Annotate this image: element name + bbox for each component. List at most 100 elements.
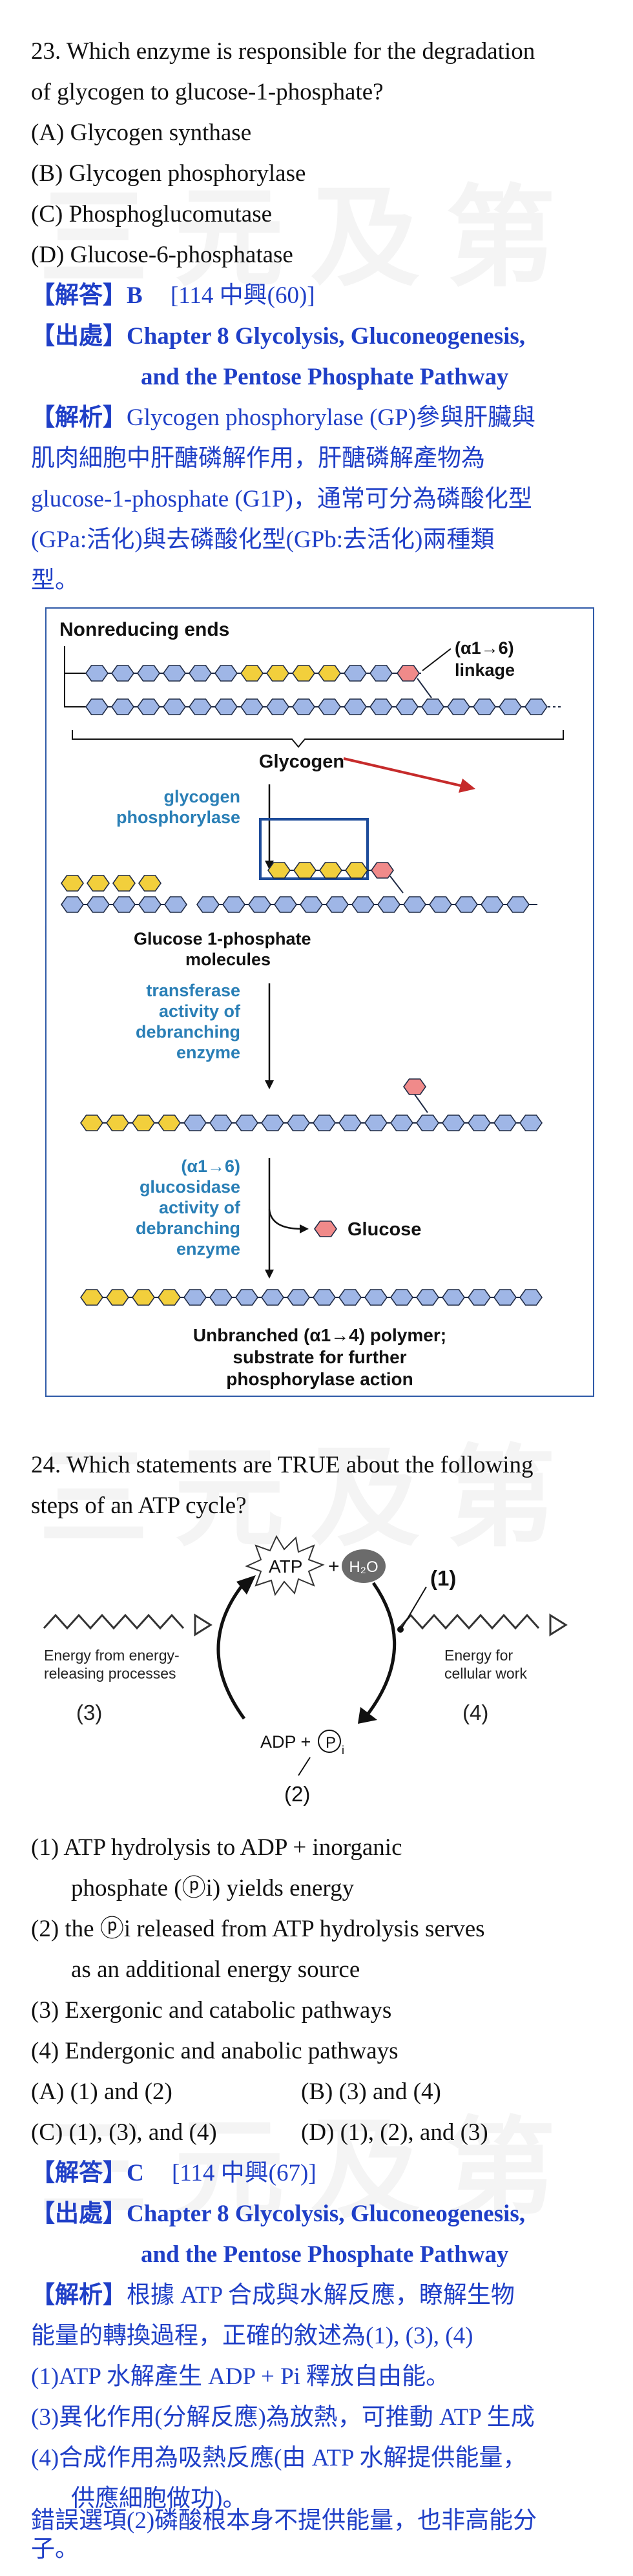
nonreducing-bracket	[64, 646, 87, 674]
step-1-pointer	[401, 1586, 427, 1629]
glucose-hexagon-icon	[314, 1220, 337, 1237]
nonreducing-bracket	[64, 654, 87, 707]
water-icon	[342, 1549, 386, 1583]
unbranched-label-3: phosphorylase action	[226, 1369, 413, 1389]
q24-statement-2-cont: as an additional energy source	[71, 1956, 360, 1983]
expl-tag: 【解析】	[31, 2282, 127, 2309]
post-phosphorylase-top-chain	[267, 862, 404, 894]
q23-option-a: (A) Glycogen synthase	[31, 120, 252, 146]
q24-answer-row: 【解答】C [114 中興(67)]	[31, 2153, 607, 2194]
q24-expl-line3: (1)ATP 水解產生 ADP + Pi 釋放自由能。	[31, 2363, 450, 2390]
glucose-1-phosphate-molecules	[61, 875, 161, 892]
q23-stem-line2: of glycogen to glucose-1-phosphate?	[31, 79, 384, 105]
red-arrow-icon	[343, 757, 467, 788]
glucosidase-label-2: glucosidase	[140, 1177, 240, 1197]
energy-in-label-2: releasing processes	[44, 1665, 176, 1682]
q24-source-row: 【出處】Chapter 8 Glycolysis, Gluconeogenesi…	[31, 2194, 607, 2234]
atp-label: ATP	[269, 1556, 302, 1576]
q24-expl-line2: 能量的轉換過程，正確的敘述為(1), (3), (4)	[31, 2323, 473, 2349]
q24-expl-line5: (4)合成作用為吸熱反應(由 ATP 水解提供能量，	[31, 2445, 527, 2471]
q24-expl-line6: 供應細胞做功)。	[71, 2486, 247, 2512]
q23-stem-line1: 23. Which enzyme is responsible for the …	[31, 38, 535, 65]
q23-expl-line3: glucose-1-phosphate (G1P)，通常可分為磷酸化型	[31, 486, 532, 512]
glucosidase-label-4: debranching	[136, 1219, 240, 1238]
source-line1: Chapter 8 Glycolysis, Gluconeogenesis,	[127, 323, 526, 350]
phosphate-subscript: i	[342, 1744, 344, 1757]
transferase-label-4: enzyme	[176, 1043, 240, 1062]
highlight-box	[259, 818, 369, 880]
watermark: 三元及第	[39, 2080, 581, 2239]
gp-label-1: glycogen	[163, 787, 240, 806]
q24-option-d: (D) (1), (2), and (3)	[301, 2119, 488, 2146]
answer-value: C	[127, 2160, 144, 2186]
q24-statement-1-cont: phosphate (ⓟi) yields energy	[71, 1875, 355, 1901]
gp-label-2: phosphorylase	[116, 808, 240, 827]
water-label: H₂O	[349, 1558, 378, 1576]
atp-plus: +	[328, 1556, 340, 1577]
q24-options-row2: (C) (1), (3), and (4) (D) (1), (2), and …	[31, 2112, 607, 2153]
step-2-label: (2)	[284, 1782, 310, 1806]
red-arrowhead-icon	[459, 779, 475, 793]
q23-source-row: 【出處】Chapter 8 Glycolysis, Gluconeogenesi…	[31, 316, 607, 357]
glycogen-main-chain	[85, 698, 548, 715]
source-tag: 【出處】	[31, 323, 127, 350]
glucose-label: Glucose	[348, 1219, 421, 1240]
unbranched-chain	[80, 1289, 543, 1306]
q24-stem-line2: steps of an ATP cycle?	[31, 1492, 247, 1519]
transferase-label-1: transferase	[146, 981, 240, 1000]
atp-starburst-icon	[245, 1534, 325, 1597]
atp-cycle-diagram: Energy from energy- releasing processes …	[43, 1534, 568, 1806]
energy-in-label-1: Energy from energy-	[44, 1647, 180, 1664]
watermark: 三元及第	[39, 1408, 581, 1567]
step-4-label: (4)	[462, 1701, 488, 1724]
energy-out-label-2: cellular work	[444, 1665, 527, 1682]
cycle-right-arrow	[366, 1582, 397, 1717]
q23-answer-row: 【解答】B [114 中興(60)]	[31, 275, 607, 316]
glucosidase-label-3: activity of	[159, 1198, 241, 1217]
q24-source-line2: and the Pentose Phosphate Pathway	[141, 2241, 509, 2268]
q23-expl-line2: 肌肉細胞中肝醣磷解作用，肝醣磷解產物為	[31, 445, 485, 472]
q23-expl-line4: (GPa:活化)與去磷酸化型(GPb:去活化)兩種類	[31, 527, 495, 553]
post-phosphorylase-main-chain	[196, 896, 537, 913]
glucosidase-label-1: (α1→6)	[181, 1157, 240, 1176]
glycogen-breakdown-figure: Nonreducing ends (α1→6) linkage Glycogen…	[45, 607, 594, 1397]
post-transferase-chain	[80, 1078, 543, 1131]
q24-option-a: (A) (1) and (2)	[31, 2079, 172, 2105]
q24-option-c: (C) (1), (3), and (4)	[31, 2119, 217, 2146]
transferase-label-2: activity of	[159, 1001, 241, 1021]
source-tag: 【出處】	[31, 2201, 127, 2227]
answer-source: [114 中興(67)]	[171, 2160, 316, 2186]
q24-expl-line7: 錯誤選項(2)磷酸根本身不提供能量，也非高能分	[31, 2508, 537, 2534]
expl-text: 根據 ATP 合成與水解反應，瞭解生物	[127, 2282, 515, 2309]
energy-in-wavy-arrow-icon	[43, 1613, 185, 1630]
q23-option-b: (B) Glycogen phosphorylase	[31, 160, 306, 187]
q24-expl-line8: 子。	[31, 2536, 79, 2562]
atp-cycle-figure: Energy from energy- releasing processes …	[31, 1531, 599, 1816]
q24-option-b: (B) (3) and (4)	[301, 2079, 441, 2105]
q23-source-line2: and the Pentose Phosphate Pathway	[141, 364, 509, 390]
answer-value: B	[127, 282, 143, 309]
q24-options-row1: (A) (1) and (2) (B) (3) and (4)	[31, 2071, 607, 2112]
glycogen-brace	[72, 730, 564, 748]
adp-label: ADP +	[260, 1732, 311, 1752]
q24-stem-line1: 24. Which statements are TRUE about the …	[31, 1452, 534, 1478]
energy-out-label-1: Energy for	[444, 1647, 513, 1664]
nonreducing-ends-label: Nonreducing ends	[59, 619, 229, 640]
q24-statement-1: (1) ATP hydrolysis to ADP + inorganic	[31, 1834, 402, 1861]
q24-statement-4: (4) Endergonic and anabolic pathways	[31, 2038, 399, 2064]
answer-tag: 【解答】	[31, 2160, 127, 2186]
q23-expl-line5: 型。	[31, 567, 79, 594]
answer-tag: 【解答】	[31, 282, 127, 309]
source-line1: Chapter 8 Glycolysis, Gluconeogenesis,	[127, 2201, 526, 2227]
unbranched-label-2: substrate for further	[233, 1347, 406, 1367]
post-phosphorylase-left-chain	[61, 896, 187, 913]
step-2-pointer	[298, 1757, 311, 1776]
glucosidase-label-5: enzyme	[176, 1239, 240, 1259]
expl-tag: 【解析】	[31, 404, 127, 431]
g1p-label-2: molecules	[185, 950, 271, 969]
linkage-label-2: linkage	[455, 660, 515, 680]
q24-statement-2: (2) the ⓟi released from ATP hydrolysis …	[31, 1916, 485, 1942]
g1p-label-1: Glucose 1-phosphate	[134, 929, 311, 948]
answer-source: [114 中興(60)]	[170, 282, 315, 309]
glucose-release-arrow	[268, 1209, 302, 1230]
